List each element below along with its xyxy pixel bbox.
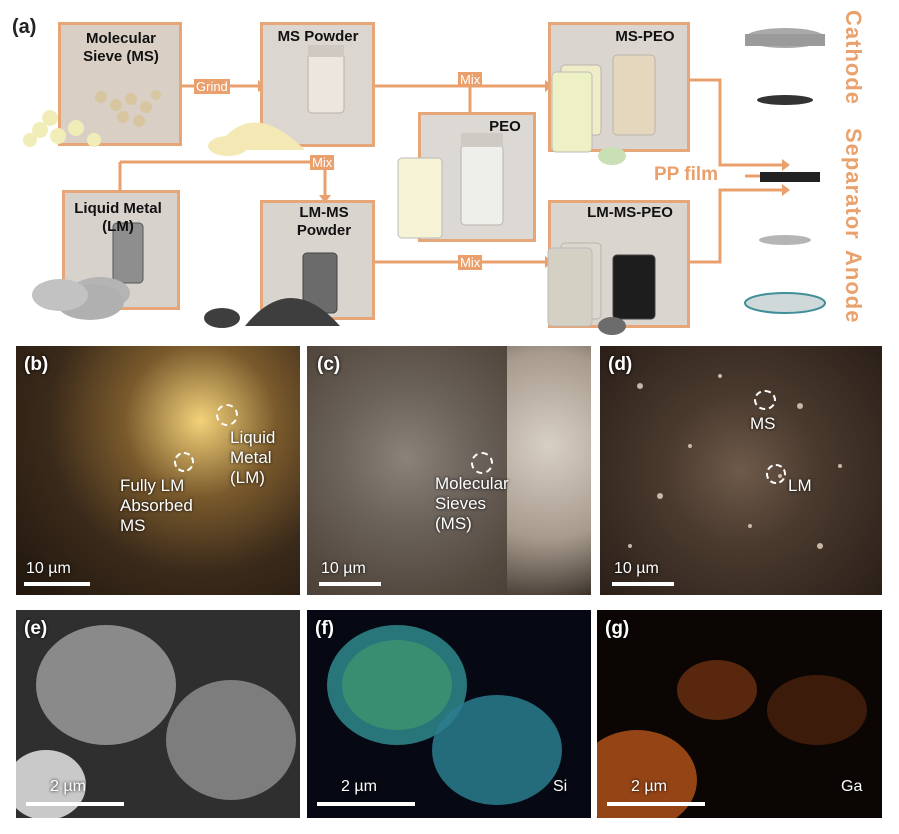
photo-molecular-sieve (58, 22, 182, 146)
pp-film-label: PP film (654, 164, 719, 185)
lm-marker-circle (216, 404, 238, 426)
scale-bar (319, 582, 381, 586)
arrow-label-grind: Grind (194, 79, 230, 94)
lm-marker-circle (766, 464, 786, 484)
sieve-beads-image (95, 90, 161, 127)
label-lm: LM (788, 476, 812, 495)
scale-label: 10 µm (26, 560, 71, 577)
ms-marker-circle (174, 452, 194, 472)
arrow-label-mix-top: Mix (458, 72, 483, 87)
vial-image (460, 133, 504, 226)
label-ms-powder: MS Powder (277, 28, 359, 45)
panel-g-letter: (g) (605, 618, 630, 639)
scale-label: 10 µm (614, 560, 659, 577)
panel-c-micrograph: (c) Molecular Sieves (MS) 10 µm (307, 346, 591, 595)
panel-d-micrograph: (d) MS LM 10 µm (600, 346, 882, 595)
element-label: Ga (841, 778, 863, 795)
si-map (327, 625, 562, 805)
sparkle-texture (628, 374, 842, 549)
scale-bar (607, 802, 705, 806)
side-label-anode: Anode (841, 250, 866, 324)
scale-bar (26, 802, 124, 806)
battery-stack (744, 28, 826, 314)
label-molecular-sieves: Molecular Sieves (MS) (435, 474, 509, 533)
panel-e-sem: (e) 2 µm (16, 610, 300, 818)
panel-b-micrograph: (b) Liquid Metal (LM) Fully LM Absorbed … (16, 346, 300, 595)
panel-c-letter: (c) (317, 354, 341, 375)
panel-f-letter: (f) (315, 618, 334, 639)
ms-marker-circle (754, 390, 776, 410)
element-label: Si (553, 778, 568, 795)
scale-label: 2 µm (50, 778, 86, 795)
scale-label: 10 µm (321, 560, 366, 577)
scale-bar (317, 802, 415, 806)
label-fully-absorbed: Fully LM Absorbed MS (120, 476, 193, 535)
label-peo: PEO (489, 118, 521, 135)
label-ms: MS (750, 414, 776, 433)
scale-label: 2 µm (341, 778, 377, 795)
side-label-separator: Separator (841, 128, 866, 240)
label-liquid-metal: Liquid Metal (LM) (230, 428, 276, 487)
panel-d-letter: (d) (608, 354, 633, 375)
powder-piles (23, 71, 626, 335)
scale-label: 2 µm (631, 778, 667, 795)
arrow-label-mix-mid: Mix (310, 155, 335, 170)
label-lm-ms-powder: LM-MS Powder (296, 204, 352, 239)
scale-bar (24, 582, 90, 586)
panel-f-eds-si: (f) 2 µm Si (307, 610, 591, 818)
panel-b-letter: (b) (24, 354, 49, 375)
side-label-cathode: Cathode (841, 10, 866, 105)
ms-marker-circle (471, 452, 493, 474)
label-liquid-metal: Liquid Metal (LM) (74, 200, 162, 235)
arrow-label-mix-bottom: Mix (458, 255, 483, 270)
photo-ms-powder (260, 22, 375, 147)
ga-map (597, 660, 867, 818)
panel-a-letter: (a) (12, 16, 37, 38)
vial-image (307, 45, 345, 114)
panel-e-letter: (e) (24, 618, 48, 639)
scale-bar (612, 582, 674, 586)
panel-g-eds-ga: (g) 2 µm Ga (597, 610, 882, 818)
bright-region (507, 346, 591, 595)
label-lm-ms-peo: LM-MS-PEO (587, 204, 673, 221)
label-molecular-sieve: Molecular Sieve (MS) (83, 30, 159, 65)
sem-particles (16, 625, 296, 818)
label-ms-peo: MS-PEO (615, 28, 675, 45)
